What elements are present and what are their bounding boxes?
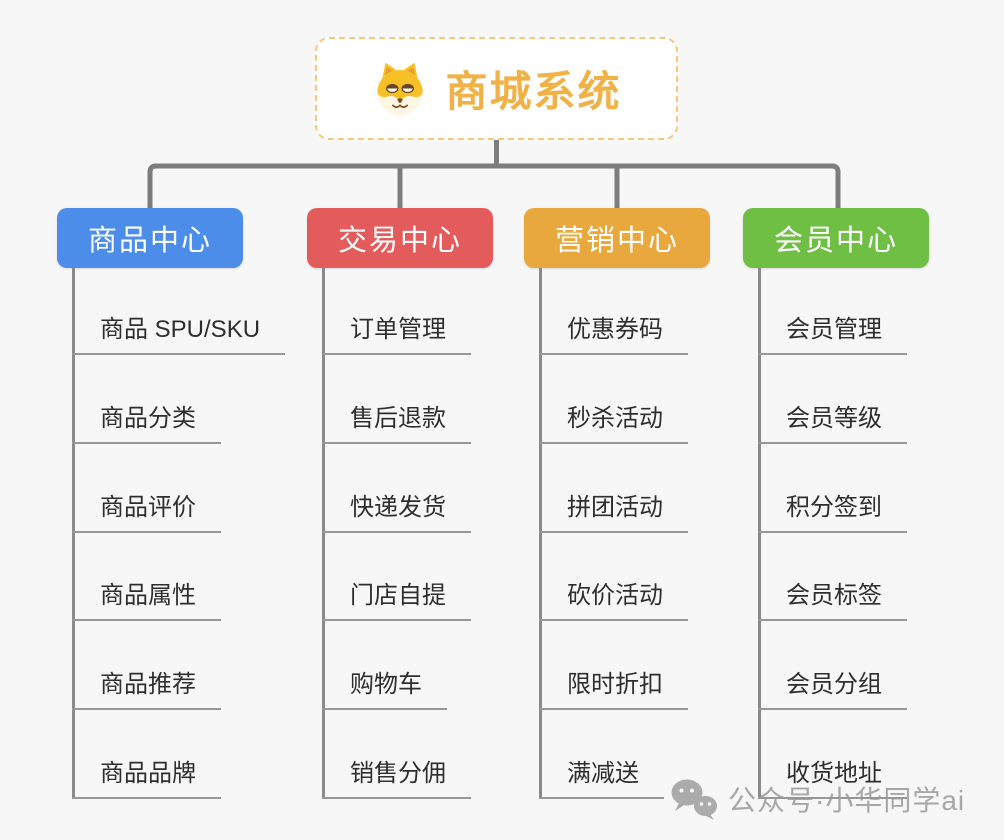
root-title: 商城系统	[445, 68, 622, 115]
branch-header-product-center[interactable]: 商品中心	[57, 208, 243, 268]
branch-member-center: 会员中心 会员管理 会员等级 积分签到 会员标签 会员分组 收货地址	[743, 208, 1004, 828]
branch-item[interactable]: 满减送	[539, 759, 664, 799]
branch-item[interactable]: 门店自提	[322, 581, 471, 621]
branch-header-marketing-center[interactable]: 营销中心	[524, 208, 710, 268]
branch-item[interactable]: 砍价活动	[539, 581, 688, 621]
branch-product-center: 商品中心 商品 SPU/SKU 商品分类 商品评价 商品属性 商品推荐 商品品牌	[57, 208, 367, 828]
branch-item[interactable]: 商品品牌	[72, 759, 221, 799]
branch-item[interactable]: 收货地址	[758, 759, 907, 799]
branch-item[interactable]: 会员管理	[758, 315, 907, 355]
branch-item[interactable]: 会员分组	[758, 670, 907, 710]
shiba-dog-icon	[377, 62, 424, 115]
branch-item[interactable]: 拼团活动	[539, 493, 688, 533]
branch-item[interactable]: 快递发货	[322, 493, 471, 533]
branch-item[interactable]: 商品分类	[72, 404, 221, 444]
branch-item[interactable]: 商品属性	[72, 581, 221, 621]
branch-item[interactable]: 销售分佣	[322, 759, 471, 799]
branch-item[interactable]: 订单管理	[322, 315, 471, 355]
branch-trade-center: 交易中心 订单管理 售后退款 快递发货 门店自提 购物车 销售分佣	[307, 208, 617, 828]
branch-item[interactable]: 商品 SPU/SKU	[72, 315, 286, 355]
watermark-text: 公众号·小华同学ai	[728, 785, 966, 816]
branch-item[interactable]: 购物车	[322, 670, 447, 710]
branch-marketing-center: 营销中心 优惠券码 秒杀活动 拼团活动 砍价活动 限时折扣 满减送	[524, 208, 834, 828]
wechat-icon	[671, 779, 717, 820]
branch-item[interactable]: 商品推荐	[72, 670, 221, 710]
branch-trunk-line	[758, 268, 761, 799]
branch-trunk-line	[72, 268, 75, 799]
watermark: 公众号·小华同学ai	[670, 778, 965, 820]
branch-item[interactable]: 优惠券码	[539, 315, 688, 355]
branch-item[interactable]: 售后退款	[322, 404, 471, 444]
branch-item[interactable]: 会员标签	[758, 581, 907, 621]
branch-header-member-center[interactable]: 会员中心	[743, 208, 929, 268]
branch-header-trade-center[interactable]: 交易中心	[307, 208, 493, 268]
branch-item[interactable]: 商品评价	[72, 493, 221, 533]
branch-trunk-line	[322, 268, 325, 799]
branch-item[interactable]: 积分签到	[758, 493, 907, 533]
branch-item[interactable]: 秒杀活动	[539, 404, 688, 444]
root-node[interactable]: 商城系统	[315, 37, 678, 140]
branch-item[interactable]: 会员等级	[758, 404, 907, 444]
branch-item[interactable]: 限时折扣	[539, 670, 688, 710]
branch-trunk-line	[539, 268, 542, 799]
